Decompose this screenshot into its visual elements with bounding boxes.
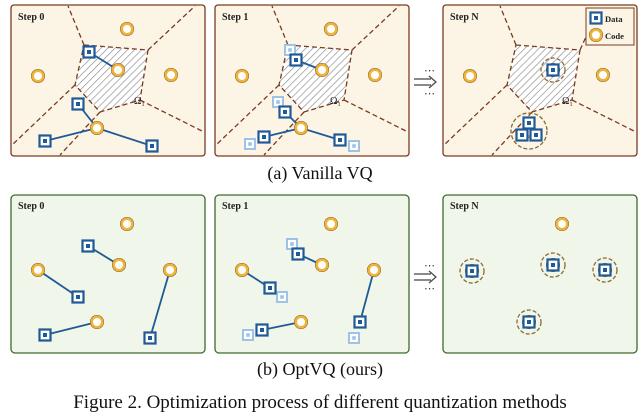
code-point: [323, 216, 339, 232]
data-point-previous: [244, 138, 256, 150]
data-point-previous: [348, 332, 360, 344]
step-label: Step 0: [18, 12, 44, 23]
code-point: [293, 314, 309, 330]
figure-caption: Figure 2. Optimization process of differ…: [73, 392, 567, 413]
data-point: [515, 128, 529, 142]
optvq-step-1-panel: Step 1: [214, 194, 410, 354]
data-point: [278, 105, 292, 119]
region-label: Ω₁: [330, 96, 341, 107]
arrow-head: [428, 75, 437, 89]
data-point: [529, 128, 543, 142]
code-point: [89, 314, 105, 330]
code-point: [163, 67, 179, 83]
code-point: [293, 120, 309, 136]
data-point: [143, 331, 157, 345]
data-point: [263, 281, 277, 295]
region-label: Ω₁: [134, 96, 145, 107]
data-point: [353, 315, 367, 329]
code-point: [30, 68, 46, 84]
code-point: [367, 67, 383, 83]
arrow-head: [428, 270, 437, 284]
code-point: [30, 262, 46, 278]
code-point: [234, 68, 250, 84]
legend-code-icon: [588, 27, 604, 43]
data-point: [255, 323, 269, 337]
data-point: [522, 315, 536, 329]
data-point: [38, 134, 52, 148]
data-point: [81, 239, 95, 253]
code-point: [89, 120, 105, 136]
optvq-step-0-panel: Step 0: [10, 194, 206, 354]
vanilla-step-1-panel: Step 1 Ω₁: [214, 4, 410, 157]
code-point: [595, 67, 611, 83]
data-point: [333, 133, 347, 147]
step-label: Step N: [450, 201, 479, 212]
voronoi-region-omega1: [75, 45, 148, 112]
ellipsis: ⋯: [424, 87, 435, 100]
data-point: [546, 258, 560, 272]
vanilla-step-n-panel: Step N Ω₁ Data Code: [442, 4, 638, 157]
voronoi-boundaries: [11, 5, 205, 156]
ellipsis: ⋯: [424, 64, 435, 77]
code-point: [119, 21, 135, 37]
data-point: [71, 290, 85, 304]
ellipsis: ⋯: [424, 282, 435, 295]
code-point: [366, 262, 382, 278]
data-point: [71, 97, 85, 111]
code-point: [111, 257, 127, 273]
region-label: Ω₁: [562, 96, 573, 107]
double-right-arrow-icon: [414, 78, 431, 86]
data-point: [257, 130, 271, 144]
code-point: [162, 262, 178, 278]
data-point: [38, 328, 52, 342]
step-label: Step N: [450, 12, 479, 23]
legend-data-label: Data: [605, 14, 623, 24]
legend-data-icon: [589, 11, 603, 25]
legend: Data Code: [585, 7, 635, 46]
code-point: [314, 257, 330, 273]
caption-vanilla-vq: (a) Vanilla VQ: [267, 163, 373, 183]
data-point: [546, 63, 560, 77]
vanilla-step-0-panel: Step 0 Ω₁: [10, 4, 206, 157]
code-point: [323, 21, 339, 37]
code-point: [554, 216, 570, 232]
ellipsis: ⋯: [424, 259, 435, 272]
data-point: [145, 139, 159, 153]
voronoi-region-omega1: [507, 45, 580, 112]
step-arrow-top: ⋯ ⋯: [414, 64, 437, 100]
caption-optvq: (b) OptVQ (ours): [257, 359, 383, 379]
cluster-halos: [510, 57, 566, 150]
data-point: [522, 116, 536, 130]
code-point: [110, 62, 126, 78]
data-point-previous: [276, 291, 288, 303]
data-point: [598, 263, 612, 277]
data-point: [82, 45, 96, 59]
voronoi-boundaries: [215, 5, 409, 156]
step-label: Step 1: [222, 12, 248, 23]
code-point: [462, 68, 478, 84]
optvq-step-n-panel: Step N: [442, 194, 638, 354]
data-point: [465, 264, 479, 278]
cluster-halos: [459, 252, 618, 335]
code-point: [314, 62, 330, 78]
data-point: [291, 247, 305, 261]
double-right-arrow-icon: [414, 273, 431, 281]
step-label: Step 1: [222, 201, 248, 212]
code-point: [119, 216, 135, 232]
data-point-previous: [242, 329, 254, 341]
data-point-previous: [348, 140, 360, 152]
step-arrow-bottom: ⋯ ⋯: [414, 259, 437, 295]
data-point: [289, 53, 303, 67]
legend-code-label: Code: [605, 31, 624, 41]
step-label: Step 0: [18, 201, 44, 212]
code-point: [234, 262, 250, 278]
